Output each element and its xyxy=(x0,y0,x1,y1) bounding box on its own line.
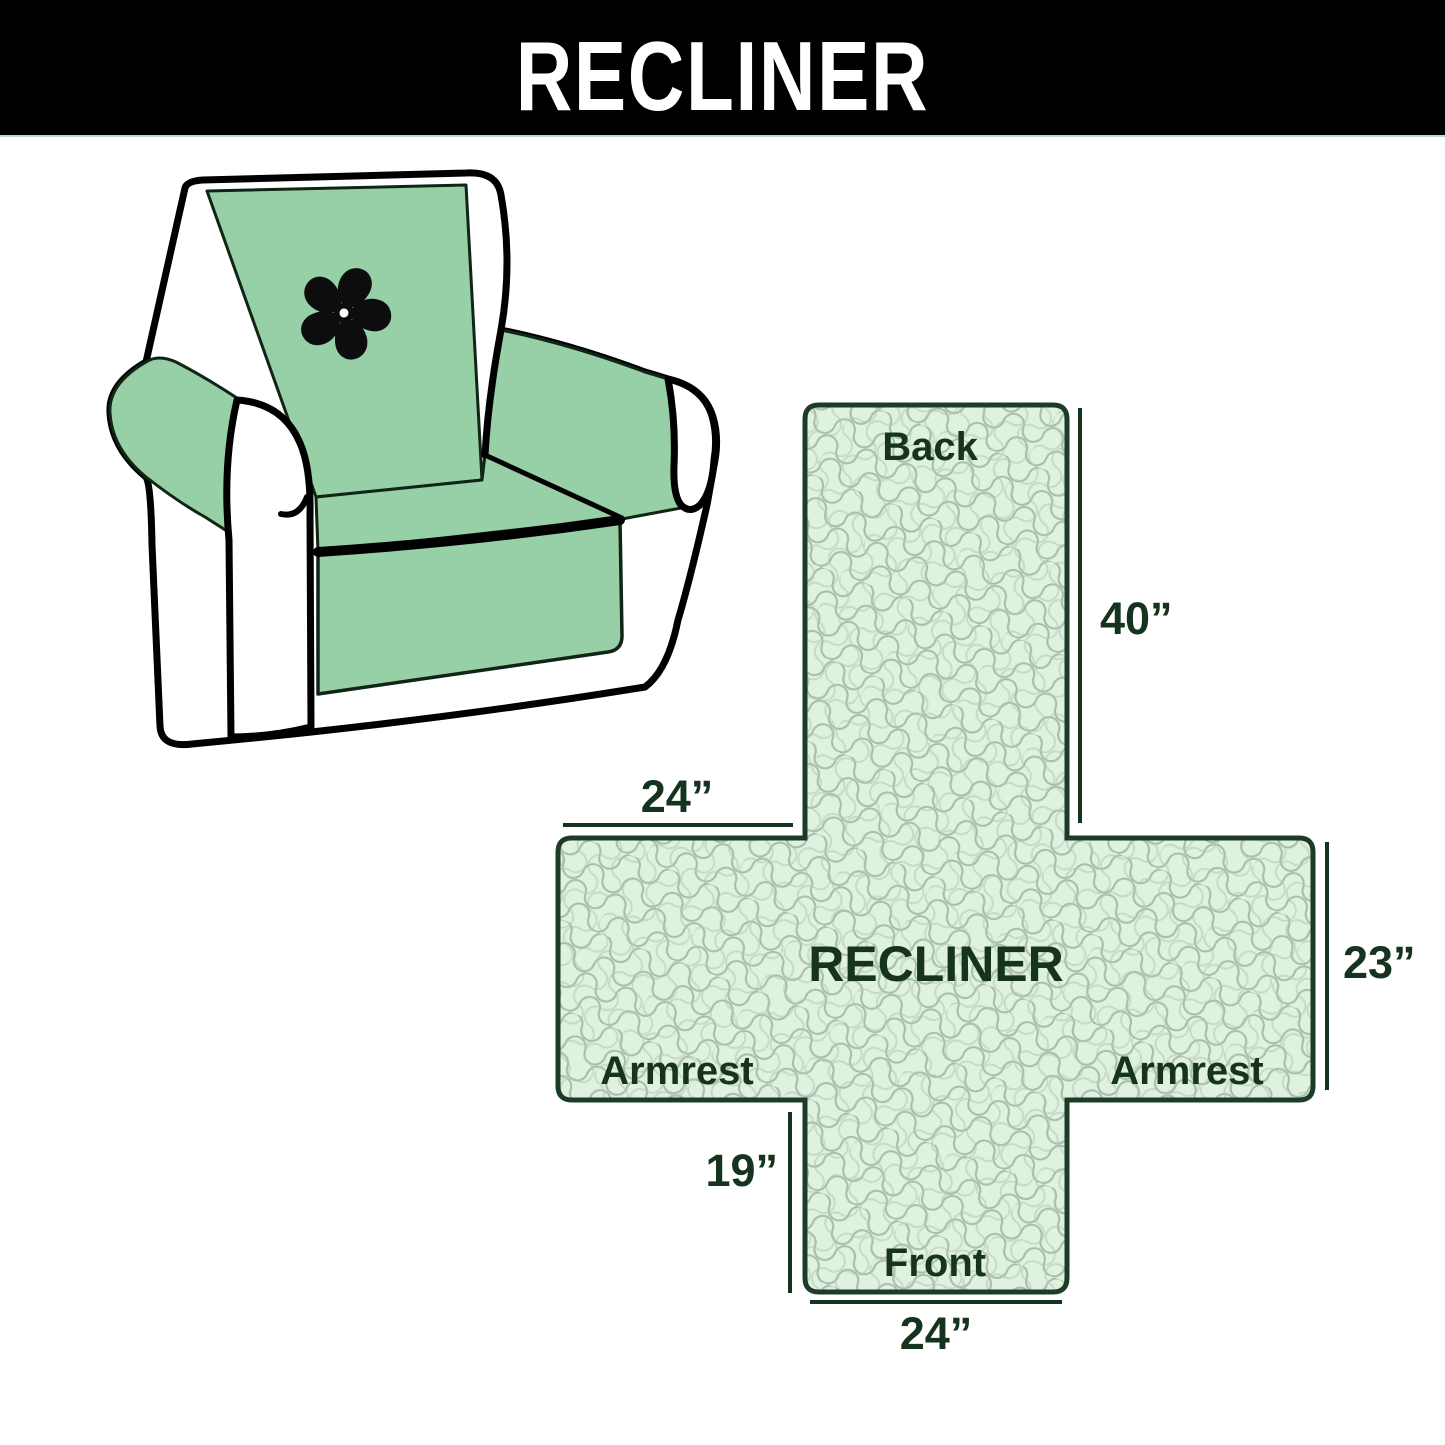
front-label: Front xyxy=(884,1241,986,1285)
title-banner: RECLINER xyxy=(0,0,1445,137)
dimension-lines xyxy=(563,408,1329,1304)
pinwheel-icon xyxy=(301,268,392,360)
backrest-right-edge xyxy=(481,326,505,459)
armrest-left-label: Armrest xyxy=(600,1049,753,1093)
armrest-right-label: Armrest xyxy=(1110,1049,1263,1093)
dim-front-height: 19” xyxy=(705,1145,778,1196)
chair-illustration xyxy=(106,169,721,749)
cover-layout-diagram: Back 40” 24” RECLINER Armrest Armrest 23… xyxy=(555,402,1416,1359)
left-armrest-roll xyxy=(223,396,315,741)
center-label: RECLINER xyxy=(808,936,1064,992)
back-label: Back xyxy=(882,425,978,469)
cross-shape xyxy=(555,402,1316,1295)
dim-armrest-depth: 23” xyxy=(1343,937,1416,988)
dim-top-width: 24” xyxy=(641,771,714,822)
seat-front-edge xyxy=(313,515,625,557)
left-armrest-roll-spiral xyxy=(278,494,310,518)
front-skirt-cover xyxy=(316,518,624,696)
seat-right-seam xyxy=(482,452,625,521)
page-title: RECLINER xyxy=(515,20,930,131)
right-armrest-roll xyxy=(664,375,720,513)
dim-front-width: 24” xyxy=(900,1308,973,1359)
dim-back-height: 40” xyxy=(1100,593,1173,644)
